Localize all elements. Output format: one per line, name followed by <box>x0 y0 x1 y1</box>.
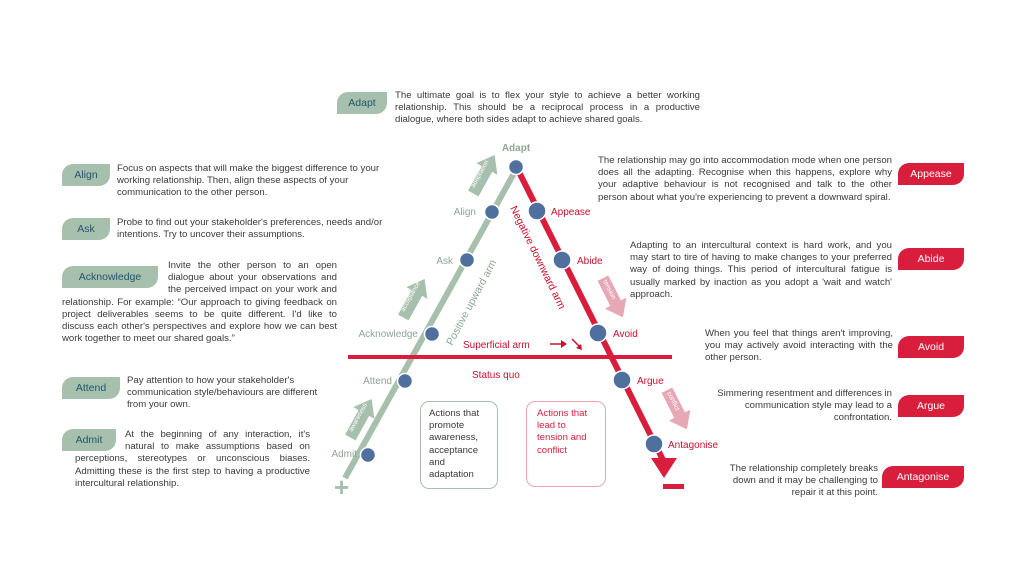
label-align: Align <box>454 207 476 218</box>
node-appease <box>527 201 547 221</box>
text-adapt: The ultimate goal is to flex your style … <box>395 90 700 126</box>
minus-sign <box>663 484 684 489</box>
text-ask: Probe to find out your stakeholder's pre… <box>117 217 383 241</box>
tag-admit: Admit <box>62 429 116 451</box>
node-acknowledge <box>423 325 441 343</box>
label-argue: Argue <box>637 376 664 387</box>
text-avoid: When you feel that things aren't improvi… <box>705 328 893 364</box>
tag-argue: Argue <box>898 395 964 417</box>
superficial-arrow-2 <box>571 338 580 347</box>
label-abide: Abide <box>577 256 603 267</box>
superficial-arrowhead-2 <box>576 344 582 350</box>
awareness-arrow <box>345 399 375 441</box>
status-quo-label: Status quo <box>472 370 520 381</box>
tag-avoid: Avoid <box>898 336 964 358</box>
text-argue: Simmering resentment and differences in … <box>717 388 892 424</box>
node-avoid <box>588 323 608 343</box>
node-adapt <box>507 158 525 176</box>
node-admit <box>359 446 377 464</box>
text-attend: Pay attention to how your stakeholder's … <box>127 375 318 411</box>
label-acknowledge: Acknowledge <box>359 329 419 340</box>
text-admit: At the beginning of any interaction, it'… <box>75 429 310 490</box>
label-antagonise: Antagonise <box>668 440 718 451</box>
tag-adapt: Adapt <box>337 92 387 114</box>
text-acknowledge-body: Invite the other person to an open dialo… <box>62 260 337 345</box>
red-legend-box: Actions that lead to tension and conflic… <box>526 401 606 487</box>
text-admit-body: At the beginning of any interaction, it'… <box>75 429 310 489</box>
negative-arrowhead <box>651 458 677 478</box>
text-appease: The relationship may go into accommodati… <box>598 155 892 203</box>
positive-arm-label: Positive upward arm <box>444 258 499 348</box>
text-antagonise: The relationship completely breaks down … <box>729 463 878 499</box>
superficial-arrowhead <box>561 340 567 348</box>
tag-attend: Attend <box>62 377 120 399</box>
tag-antagonise: Antagonise <box>882 466 964 488</box>
tension-arrow <box>597 275 627 318</box>
text-acknowledge: Invite the other person to an open dialo… <box>62 260 337 345</box>
label-avoid: Avoid <box>613 329 638 340</box>
label-apex-adapt: Adapt <box>502 143 531 154</box>
green-legend-box: Actions that promote awareness, acceptan… <box>420 401 498 489</box>
node-attend <box>396 372 414 390</box>
acceptance-arrow <box>398 279 428 321</box>
tag-align: Align <box>62 164 110 186</box>
node-ask <box>458 251 476 269</box>
superficial-arm-label: Superficial arm <box>463 340 530 351</box>
float-spacer <box>62 260 168 296</box>
tag-acknowledge: Acknowledge <box>62 266 158 288</box>
label-appease: Appease <box>551 207 591 218</box>
tag-appease: Appease <box>898 163 964 185</box>
node-align <box>483 203 501 221</box>
label-ask: Ask <box>436 256 454 267</box>
node-abide <box>552 250 572 270</box>
node-antagonise <box>644 434 664 454</box>
label-admit: Admit <box>331 449 357 460</box>
node-argue <box>612 370 632 390</box>
tag-ask: Ask <box>62 218 110 240</box>
text-abide: Adapting to an intercultural context is … <box>630 240 892 300</box>
adaptation-arrow <box>468 155 498 197</box>
plus-sign: + <box>334 472 349 502</box>
conflict-arrow <box>661 387 691 430</box>
text-align: Focus on aspects that will make the bigg… <box>117 163 380 199</box>
float-spacer <box>75 429 125 453</box>
tag-abide: Abide <box>898 248 964 270</box>
label-attend: Attend <box>363 376 392 387</box>
